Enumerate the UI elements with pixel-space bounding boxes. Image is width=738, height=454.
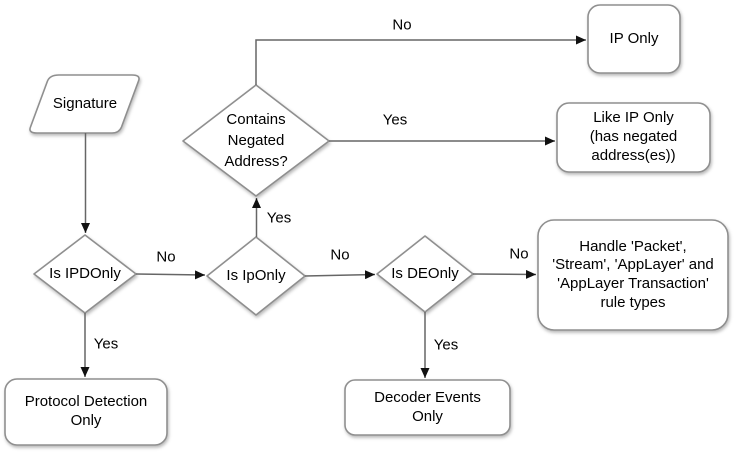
like-ip-only-node-shape (556, 102, 711, 173)
ip-only-node-shape (587, 4, 681, 74)
edge-is-iponly-to-is-deonly (304, 270, 376, 280)
protocol-detection-only-node-shape (4, 378, 168, 446)
decoder-events-only-node-shape (344, 379, 511, 436)
edge-is-deonly-to-handle-rule-types (472, 269, 537, 279)
is-deonly-node-shape (376, 235, 474, 313)
edge-contains-negated-address-to-ip-only (255, 35, 586, 85)
handle-rule-types-node-shape (537, 219, 729, 331)
is-iponly-node-shape (206, 236, 306, 316)
edges-layer (80, 35, 586, 378)
node-shapes-layer (4, 4, 729, 446)
edge-is-ipdonly-to-is-iponly (135, 270, 206, 280)
is-ipdonly-node-shape (33, 234, 137, 314)
contains-negated-address-node-shape (182, 84, 330, 197)
signature-node-shape (29, 74, 140, 134)
